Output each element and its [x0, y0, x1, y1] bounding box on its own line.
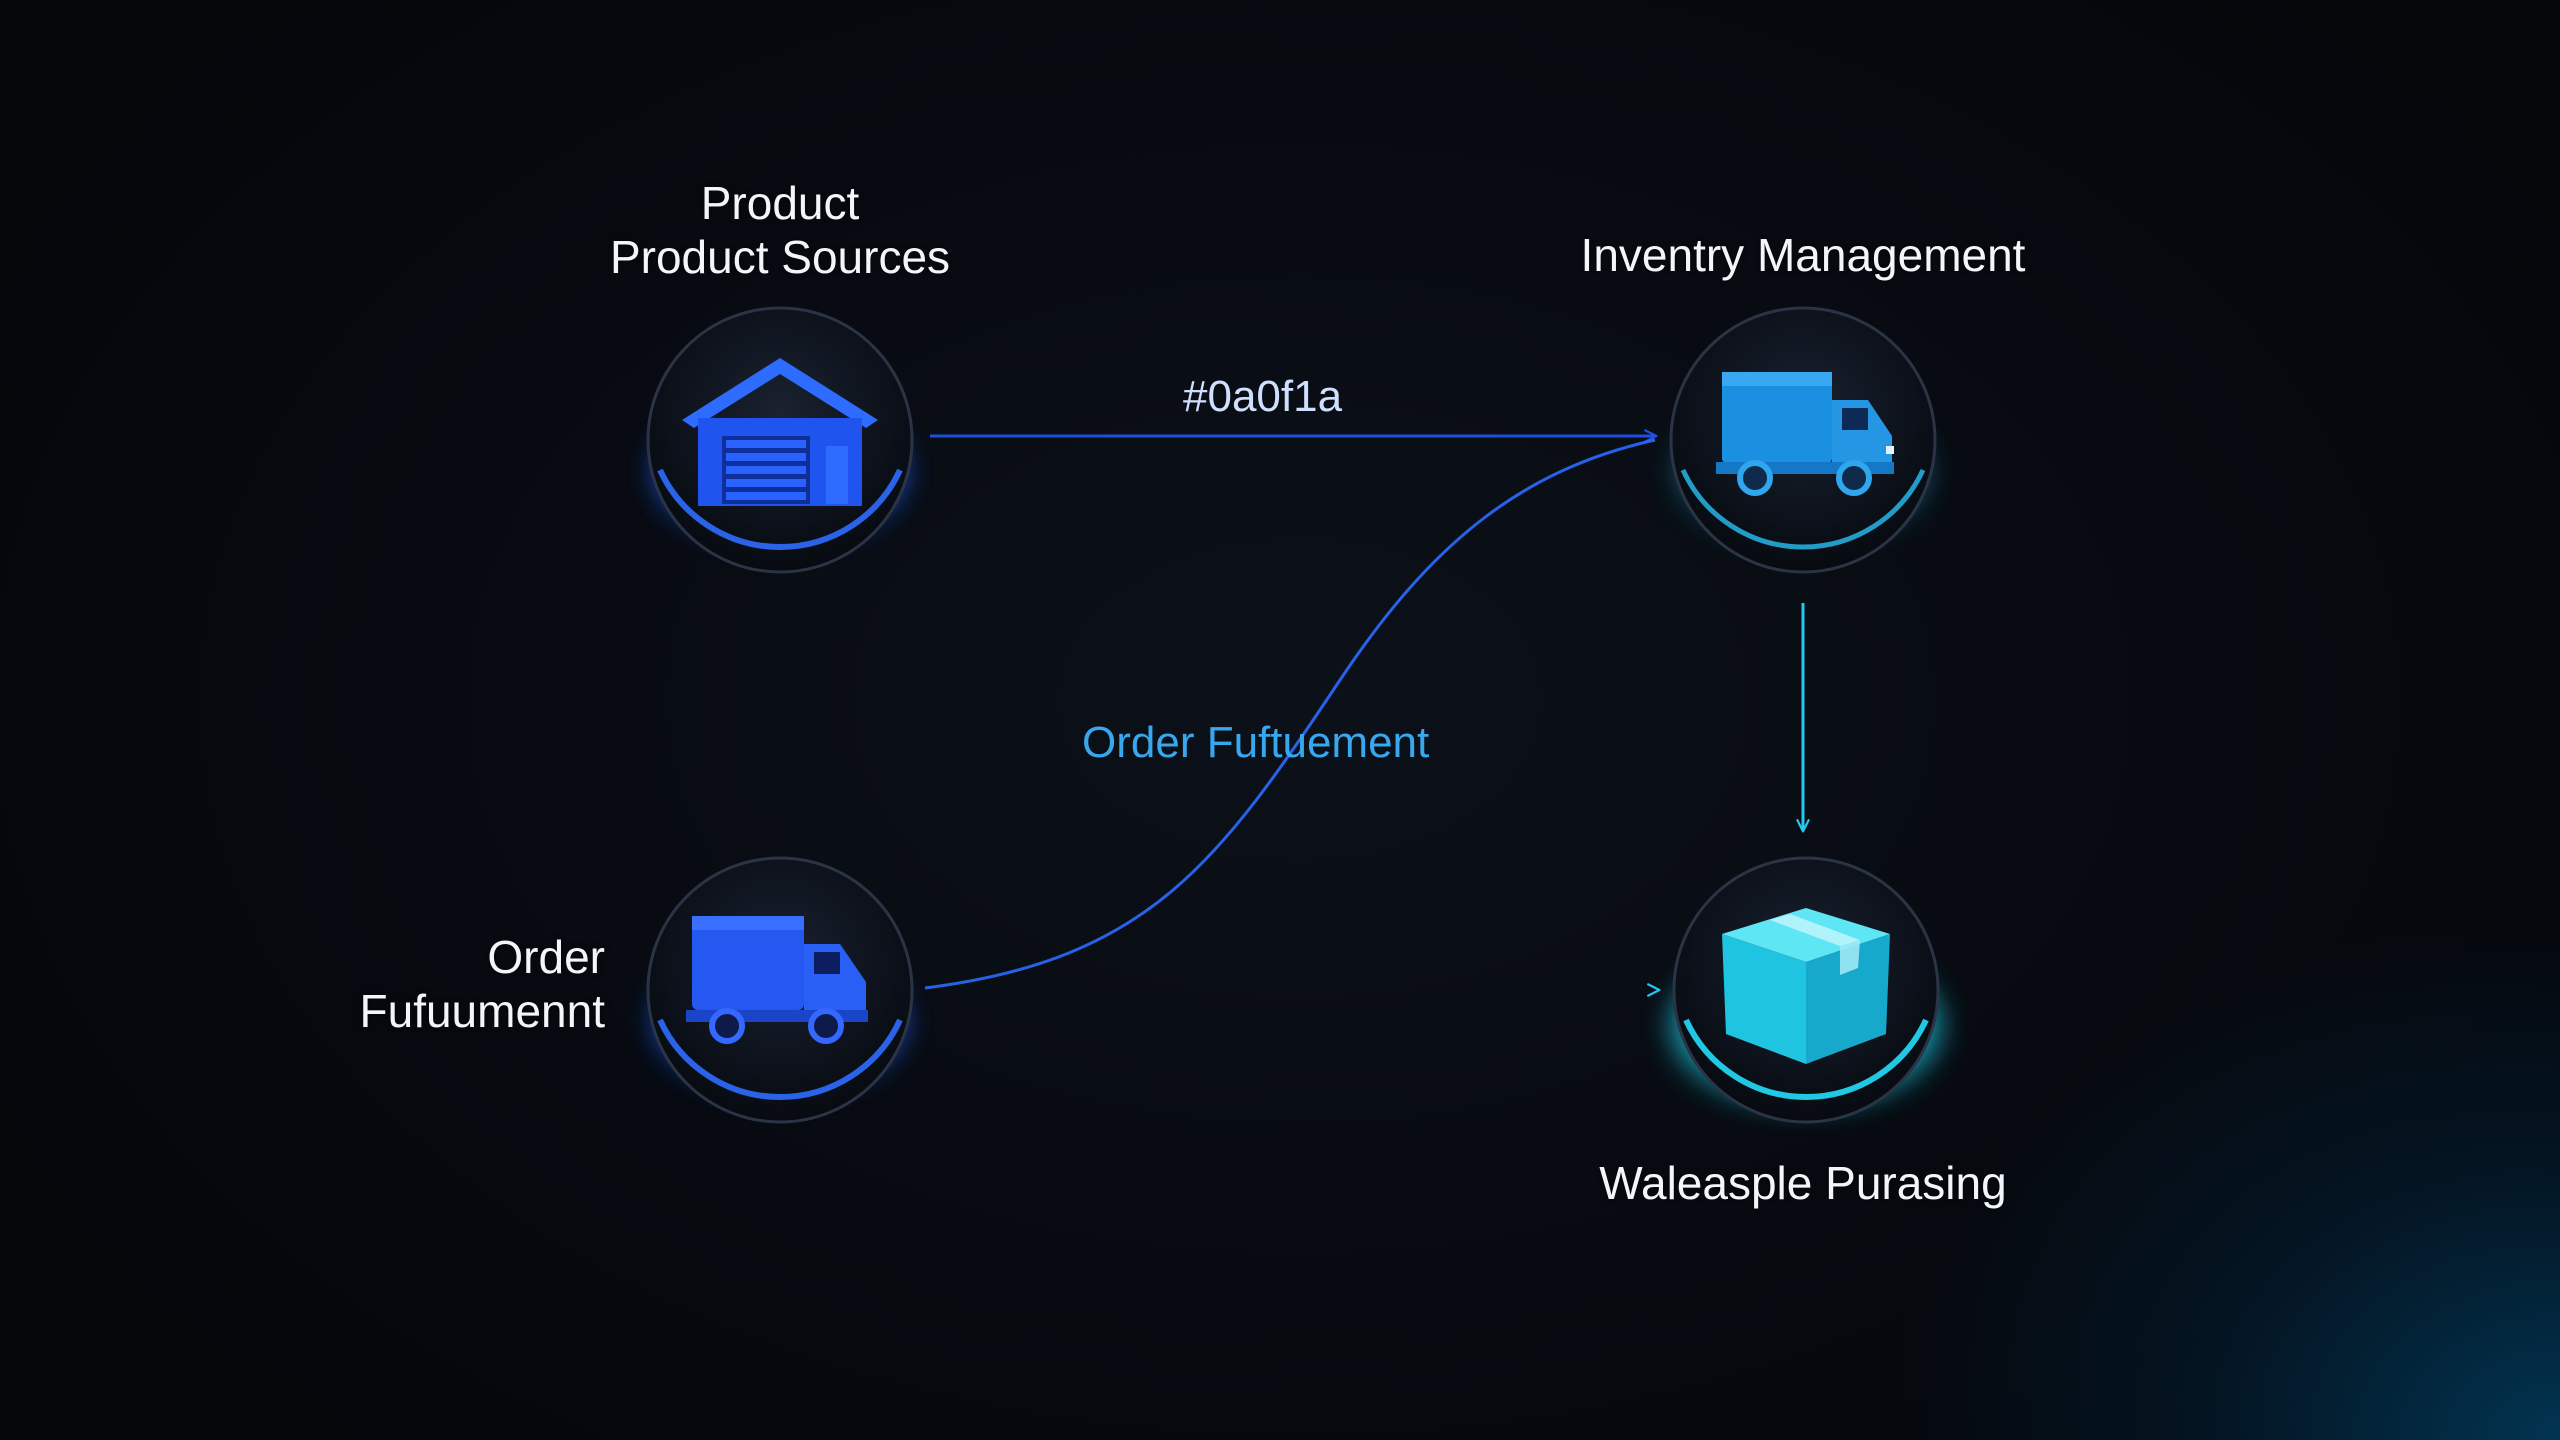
node-label-inventory: Inventry Management — [1580, 229, 2026, 281]
node-product-sources[interactable] — [646, 306, 914, 574]
node-label-line1: Order — [487, 931, 605, 983]
node-warehouse-purchasing[interactable] — [1671, 856, 1941, 1124]
warehouse-icon — [682, 358, 878, 506]
node-label-order: Order Fufuumennt — [260, 930, 605, 1038]
truck-icon — [686, 916, 868, 1044]
node-order-fulfillment[interactable] — [646, 856, 914, 1124]
node-label-line1: Product — [700, 177, 860, 229]
node-label-product-sources: Product Product Sources — [580, 176, 980, 284]
truck-icon — [1716, 372, 1894, 496]
edge-order-to-inventory-curve — [924, 438, 1656, 990]
edge-label-middle: Order Fuftuement — [1082, 718, 1430, 767]
box-icon — [1722, 908, 1890, 1064]
node-label-warehouse: Waleasple Purasing — [1599, 1157, 2007, 1209]
node-label-line2: Fufuumennt — [359, 985, 605, 1037]
edge-label-top: #0a0f1a — [1183, 372, 1343, 421]
node-label-line2: Product Sources — [609, 231, 951, 283]
node-inventory-management[interactable] — [1669, 306, 1937, 574]
